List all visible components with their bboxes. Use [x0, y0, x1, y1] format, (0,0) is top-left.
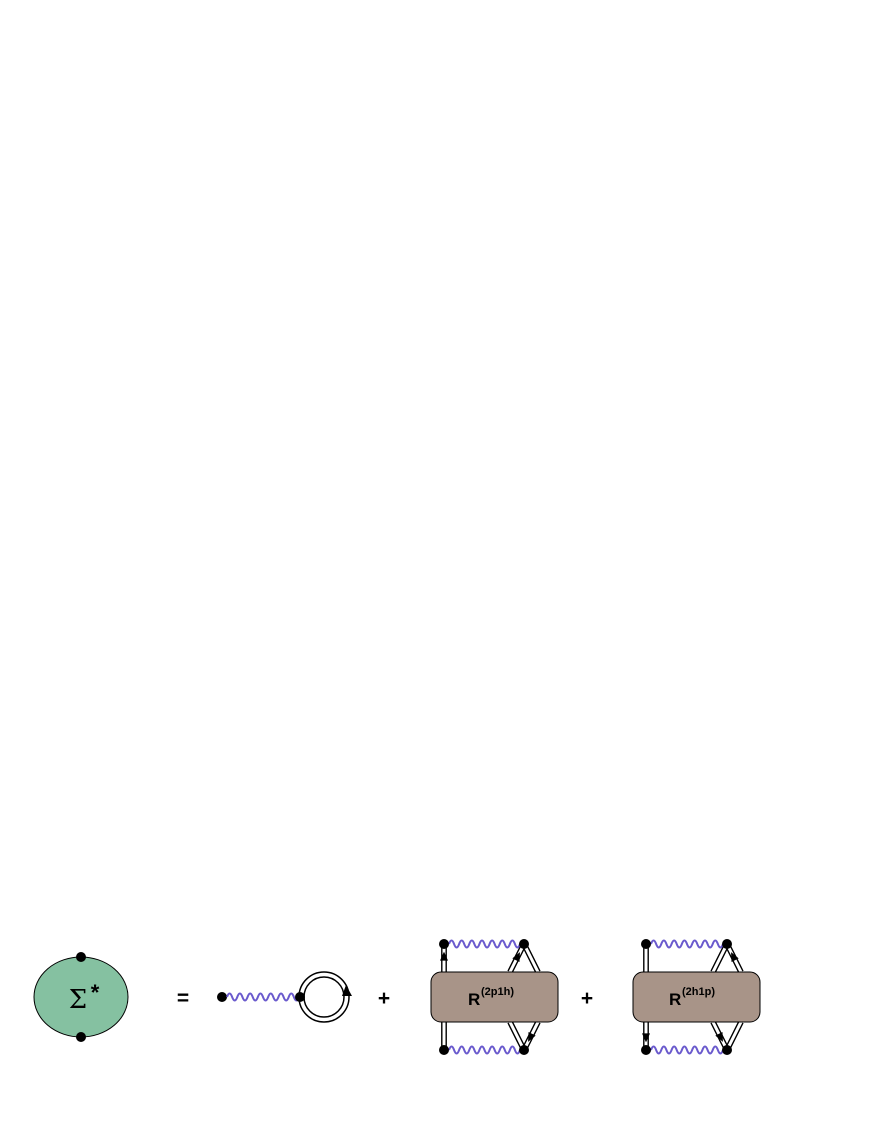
- t3-propagators: [642, 942, 744, 1052]
- r-2h1p-term: R (2h1p): [632, 939, 761, 1055]
- propagator-line: [728, 1022, 744, 1052]
- vertex-dot: [519, 1045, 529, 1055]
- propagator-arrow-icon: [731, 952, 739, 962]
- loop-arrow-icon: [342, 985, 352, 996]
- vertex-dot: [641, 939, 651, 949]
- vertex-dot: [295, 992, 305, 1002]
- r-2h1p-box: [632, 971, 761, 1023]
- self-energy-blob: Σ *: [33, 952, 129, 1042]
- r-2h1p-superscript: (2h1p): [682, 986, 715, 998]
- vertex-dot: [439, 1045, 449, 1055]
- interaction-wavy-line-top: [448, 939, 521, 949]
- propagator-arrow-icon: [528, 1032, 536, 1042]
- vertex-dot: [439, 939, 449, 949]
- propagator-arrow-icon: [440, 951, 448, 961]
- plus-sign-1: +: [378, 987, 390, 1010]
- t2-propagators: [440, 942, 541, 1052]
- propagator-line: [507, 1022, 523, 1052]
- propagator-arrow-icon: [715, 1032, 723, 1042]
- propagator-arrow-icon: [642, 1033, 650, 1043]
- equals-sign: =: [177, 987, 189, 1010]
- sigma-star: *: [91, 980, 100, 1005]
- plus-sign-2: +: [581, 987, 593, 1010]
- propagator-loop-outer: [298, 971, 350, 1023]
- vertex-dot-bottom: [76, 1032, 86, 1042]
- interaction-wavy-line-bottom: [448, 1045, 521, 1055]
- r-2p1h-box: [430, 971, 559, 1023]
- propagator-line: [525, 942, 541, 972]
- r-2p1h-label: R: [468, 990, 480, 1009]
- propagator-loop-inner: [303, 976, 345, 1018]
- r-2p1h-term: R (2p1h): [430, 939, 559, 1055]
- r-2h1p-label: R: [669, 990, 681, 1009]
- propagator-line: [710, 942, 726, 972]
- r-2p1h-superscript: (2p1h): [481, 986, 514, 998]
- vertex-dot: [722, 939, 732, 949]
- interaction-wavy-line-bottom: [650, 1045, 724, 1055]
- sigma-symbol: Σ: [69, 985, 87, 1015]
- propagator-line: [521, 944, 537, 974]
- interaction-wavy-line-top: [650, 939, 724, 949]
- vertex-dot: [722, 1045, 732, 1055]
- vertex-dot-top: [76, 952, 86, 962]
- vertex-dot: [519, 939, 529, 949]
- interaction-wavy-line: [226, 992, 300, 1002]
- propagator-arrow-icon: [512, 952, 520, 962]
- vertex-dot: [217, 992, 227, 1002]
- vertex-dot: [641, 1045, 651, 1055]
- propagator-line: [724, 1020, 740, 1050]
- hartree-fock-term: [217, 971, 352, 1023]
